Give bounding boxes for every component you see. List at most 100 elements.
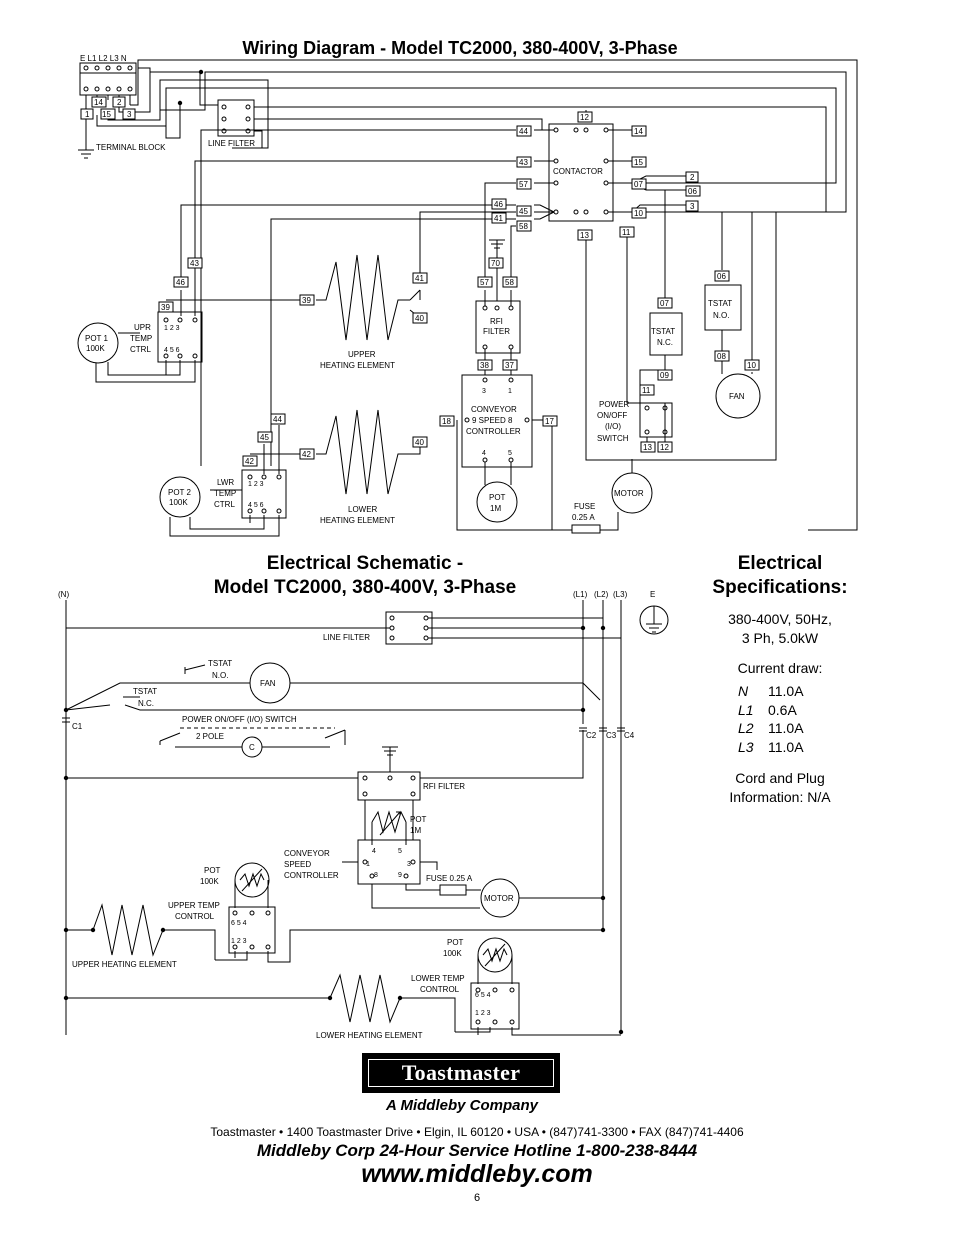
svg-text:13: 13	[580, 231, 589, 240]
sch-lower-temp-1: LOWER TEMP	[411, 974, 465, 983]
svg-text:43: 43	[190, 259, 199, 268]
svg-text:46: 46	[494, 200, 503, 209]
sch-pot-l-1: POT	[447, 938, 464, 947]
spec-phase-power: 3 Ph, 5.0kW	[741, 630, 819, 646]
svg-text:70: 70	[491, 259, 500, 268]
sch-rfi-label: RFI FILTER	[423, 782, 465, 791]
upr-label-2: TEMP	[130, 334, 152, 343]
pot1-circle	[77, 322, 119, 364]
svg-text:45: 45	[519, 207, 528, 216]
lower-temp-ctrl-box	[241, 469, 287, 519]
upper-heating-zigzag	[316, 254, 421, 341]
logo-wordmark: Toastmaster	[401, 1060, 521, 1085]
spec-voltage-block: 380-400V, 50Hz, 3 Ph, 5.0kW	[695, 610, 865, 648]
svg-text:10: 10	[634, 209, 643, 218]
fan-label: FAN	[729, 392, 745, 401]
logo-border	[368, 1059, 554, 1087]
rfi-filter-box	[475, 300, 521, 354]
svg-text:1 2 3: 1 2 3	[164, 325, 180, 332]
fuse-label-2: 0.25 A	[572, 513, 595, 522]
tstat-nc-label-1: TSTAT	[651, 327, 675, 336]
pot2-circle	[159, 476, 201, 518]
schematic-title-line2: Model TC2000, 380-400V, 3-Phase	[213, 577, 517, 598]
motor-label: MOTOR	[614, 489, 644, 498]
sch-upper-temp-1: UPPER TEMP	[168, 901, 220, 910]
svg-text:3: 3	[482, 388, 486, 395]
sch-n-label: (N)	[58, 590, 69, 599]
sch-c3-label: C3	[606, 731, 617, 740]
lower-heating-zigzag	[316, 409, 410, 495]
pot1-label-1: POT 1	[85, 334, 109, 343]
pot2-label-1: POT 2	[168, 488, 192, 497]
svg-text:5: 5	[508, 450, 512, 457]
upr-label-1: UPR	[134, 323, 151, 332]
svg-text:1: 1	[85, 110, 90, 119]
sch-upper-temp-2: CONTROL	[175, 912, 215, 921]
power-label-4: SWITCH	[597, 434, 629, 443]
svg-text:12: 12	[660, 443, 669, 452]
terminal-header: E L1 L2 L3 N	[80, 54, 127, 63]
website-url: www.middleby.com	[361, 1160, 593, 1188]
svg-text:1: 1	[366, 861, 370, 868]
svg-text:1 2 3: 1 2 3	[231, 938, 247, 945]
sch-c4-label: C4	[624, 731, 635, 740]
sch-two-pole-label: 2 POLE	[196, 732, 224, 741]
sch-pot1m-1: POT	[410, 815, 427, 824]
svg-text:44: 44	[519, 127, 528, 136]
sch-conveyor-1: CONVEYOR	[284, 849, 330, 858]
lower-heating-label-2: HEATING ELEMENT	[320, 516, 395, 525]
schematic-title: Electrical Schematic - Model TC2000, 380…	[190, 552, 540, 600]
wiring-diagram-title: Wiring Diagram - Model TC2000, 380-400V,…	[242, 38, 678, 58]
svg-text:07: 07	[660, 299, 669, 308]
sch-tstat-no-2: N.O.	[212, 671, 228, 680]
svg-text:40: 40	[415, 314, 424, 323]
conveyor-label-1: CONVEYOR	[471, 405, 517, 414]
service-hotline: Middleby Corp 24-Hour Service Hotline 1-…	[256, 1141, 698, 1160]
svg-text:4: 4	[372, 848, 376, 855]
fan-circle	[715, 373, 761, 419]
svg-text:3: 3	[127, 110, 132, 119]
svg-text:42: 42	[302, 450, 311, 459]
svg-text:11: 11	[622, 228, 631, 237]
sch-tstat-no-1: TSTAT	[208, 659, 232, 668]
spec-cord-label: Cord and Plug	[735, 770, 825, 786]
svg-text:17: 17	[545, 417, 554, 426]
svg-text:43: 43	[519, 158, 528, 167]
svg-text:41: 41	[494, 214, 503, 223]
svg-text:37: 37	[505, 361, 514, 370]
conveyor-controller-box	[461, 374, 533, 468]
sch-conveyor-2: SPEED	[284, 860, 311, 869]
svg-text:1 2 3: 1 2 3	[475, 1010, 491, 1017]
sch-fuse-label: FUSE 0.25 A	[426, 874, 473, 883]
spec-current-label: Current draw:	[737, 660, 823, 676]
svg-text:4 5 6: 4 5 6	[248, 502, 264, 509]
svg-text:11: 11	[642, 386, 651, 395]
power-label-1: POWER	[599, 400, 629, 409]
sch-lower-temp-box	[470, 982, 520, 1030]
rfi-label-2: FILTER	[483, 327, 510, 336]
svg-text:09: 09	[660, 371, 669, 380]
pot-1m-label-1: POT	[489, 493, 506, 502]
svg-text:39: 39	[302, 296, 311, 305]
sch-c1-label: C1	[72, 722, 83, 731]
svg-text:08: 08	[717, 352, 726, 361]
phase-name: N	[738, 683, 749, 699]
company-tagline: A Middleby Company	[386, 1097, 538, 1114]
tstat-no-label-1: TSTAT	[708, 299, 732, 308]
pot-1m-circle	[476, 481, 518, 523]
svg-text:14: 14	[94, 98, 103, 107]
svg-text:42: 42	[245, 457, 254, 466]
svg-text:4 5 6: 4 5 6	[164, 347, 180, 354]
upper-heating-label-2: HEATING ELEMENT	[320, 361, 395, 370]
power-label-3: (I/O)	[605, 422, 621, 431]
schematic-title-line1: Electrical Schematic -	[266, 553, 464, 574]
phase-name: L3	[738, 738, 754, 755]
svg-text:06: 06	[688, 187, 697, 196]
svg-text:5: 5	[398, 848, 402, 855]
sch-lower-temp-2: CONTROL	[420, 985, 460, 994]
svg-text:40: 40	[415, 438, 424, 447]
